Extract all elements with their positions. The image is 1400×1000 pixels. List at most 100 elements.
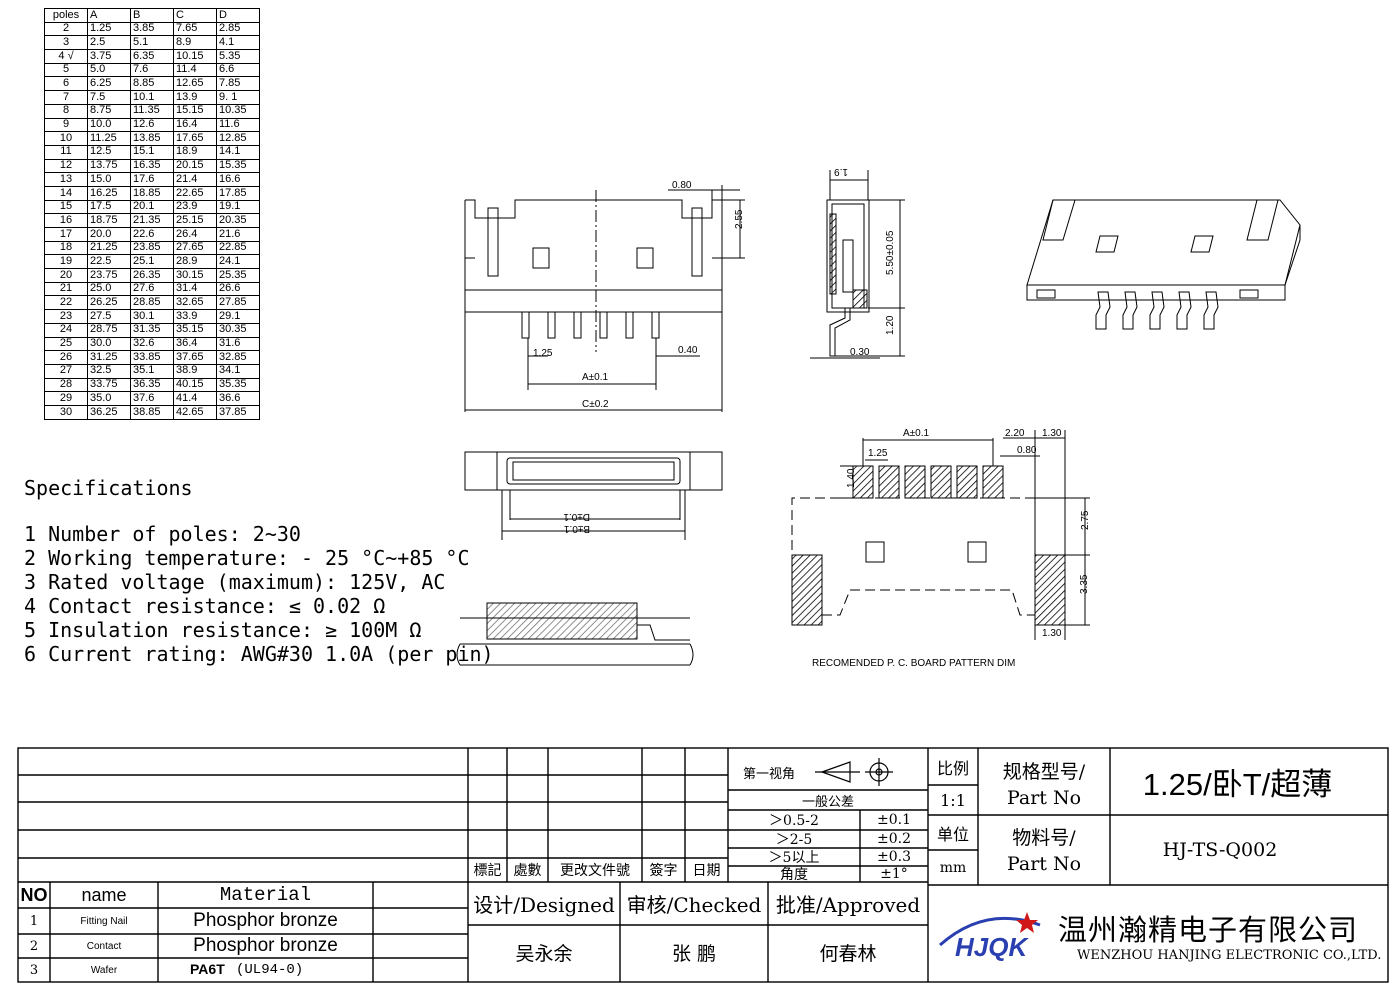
pcb-dim-220: 2.20: [1005, 428, 1025, 439]
section-view: [456, 602, 694, 666]
dim-040: 0.40: [678, 345, 698, 356]
table-cell: 37.85: [216, 404, 260, 420]
company-name-cn: 温州瀚精电子有限公司: [1058, 913, 1359, 947]
pcb-dim-130b: 1.30: [1042, 628, 1062, 639]
pcb-dim-130: 1.30: [1042, 428, 1062, 439]
pcb-dim-275: 2.75: [1080, 510, 1091, 530]
tolerance-value: ±0.1: [877, 812, 911, 828]
connector-pin: [1095, 291, 1111, 330]
table-cell: 34.1: [216, 363, 260, 379]
projection-label: 第一视角: [743, 767, 796, 782]
revision-header: 簽字: [649, 863, 678, 879]
model-label-en: Part No: [1006, 787, 1082, 809]
bom-row-material: Phosphor bronze: [193, 910, 338, 931]
spec-item: 4 Contact resistance: ≤ 0.02 Ω: [24, 594, 386, 618]
dim-a: A±0.1: [582, 372, 608, 383]
spec-item: 3 Rated voltage (maximum): 125V, AC: [24, 570, 446, 594]
material-no-label-en: Part No: [1006, 853, 1082, 875]
tolerance-range: 角度: [780, 867, 808, 883]
revision-header: 更改文件號: [560, 863, 630, 879]
material-no-label: 物料号/: [1012, 826, 1076, 849]
pcb-dim-140: 1.40: [846, 468, 857, 488]
spec-item: 6 Current rating: AWG#30 1.0A (per pin): [24, 642, 494, 666]
scale-value: 1:1: [940, 790, 966, 810]
dim-125: 1.25: [533, 348, 553, 359]
scale-label: 比例: [936, 758, 969, 778]
approver-name: 何春林: [819, 943, 877, 965]
top-view: [464, 451, 723, 540]
pcb-dim-a: A±0.1: [903, 428, 929, 439]
model-value: 1.25/卧T/超薄: [1142, 767, 1333, 802]
dim-b: B±0.1: [564, 523, 590, 534]
connector-pin: [1176, 291, 1192, 330]
checker-name: 张 鹏: [671, 943, 717, 965]
bom-header-name: name: [81, 884, 127, 905]
table-cell: 11.6: [216, 117, 260, 133]
specifications-title: Specifications: [24, 476, 193, 500]
connector-pin: [1149, 291, 1165, 330]
bom-row-no: 1: [29, 913, 39, 929]
unit-value: mm: [939, 859, 967, 876]
bom-row-material: Phosphor bronze: [193, 935, 338, 956]
bom-row-name: Fitting Nail: [80, 915, 128, 927]
company-logo: [939, 912, 1041, 947]
pcb-pattern-view: [791, 430, 1090, 640]
revision-header: 標記: [473, 863, 502, 879]
tolerance-value: ±0.2: [877, 831, 911, 847]
dim-550: 5.50±0.05: [885, 230, 896, 275]
side-view: [810, 170, 905, 359]
table-cell: 25.35: [216, 268, 260, 283]
dim-120: 1.20: [885, 315, 896, 335]
isometric-view: [1026, 199, 1301, 330]
designer-name: 吴永余: [515, 943, 573, 965]
tolerance-range: ＞5以上: [768, 850, 820, 866]
connector-pin: [1203, 291, 1219, 330]
dim-19: 1.9: [834, 166, 848, 177]
spec-item: 2 Working temperature: - 25 °C~+85 °C: [24, 546, 470, 570]
checked-label: 审核/Checked: [626, 893, 762, 917]
dim-c: C±0.2: [582, 399, 609, 410]
tolerance-range: ＞2-5: [775, 832, 813, 848]
logo-text: HJQK: [955, 932, 1028, 962]
dim-030: 0.30: [850, 347, 870, 358]
dim-255: 2.55: [734, 209, 745, 229]
front-view: [464, 185, 745, 412]
title-block-grid: [17, 747, 1389, 983]
pcb-dim-335: 3.35: [1079, 574, 1090, 594]
projection-symbol-icon: [815, 758, 893, 786]
bom-row-material: PA6T: [190, 961, 225, 977]
tolerance-value: ±1°: [880, 866, 908, 882]
spec-item: 5 Insulation resistance: ≥ 100M Ω: [24, 618, 422, 642]
spec-item: 1 Number of poles: 2~30: [24, 522, 301, 546]
designed-label: 设计/Designed: [473, 893, 615, 917]
approved-label: 批准/Approved: [775, 893, 921, 917]
unit-label: 单位: [936, 824, 969, 844]
bom-row-name: Contact: [86, 940, 122, 952]
bom-header-no: NO: [20, 884, 48, 905]
pcb-dim-125: 1.25: [868, 448, 888, 459]
bom-row-no: 2: [29, 938, 39, 954]
bom-row-material-note: (UL94-0): [236, 962, 304, 978]
part-number: HJ-TS-Q002: [1162, 839, 1278, 861]
model-label: 规格型号/: [1002, 760, 1086, 783]
tolerance-value: ±0.3: [877, 849, 911, 865]
bom-row-name: Wafer: [90, 964, 118, 976]
